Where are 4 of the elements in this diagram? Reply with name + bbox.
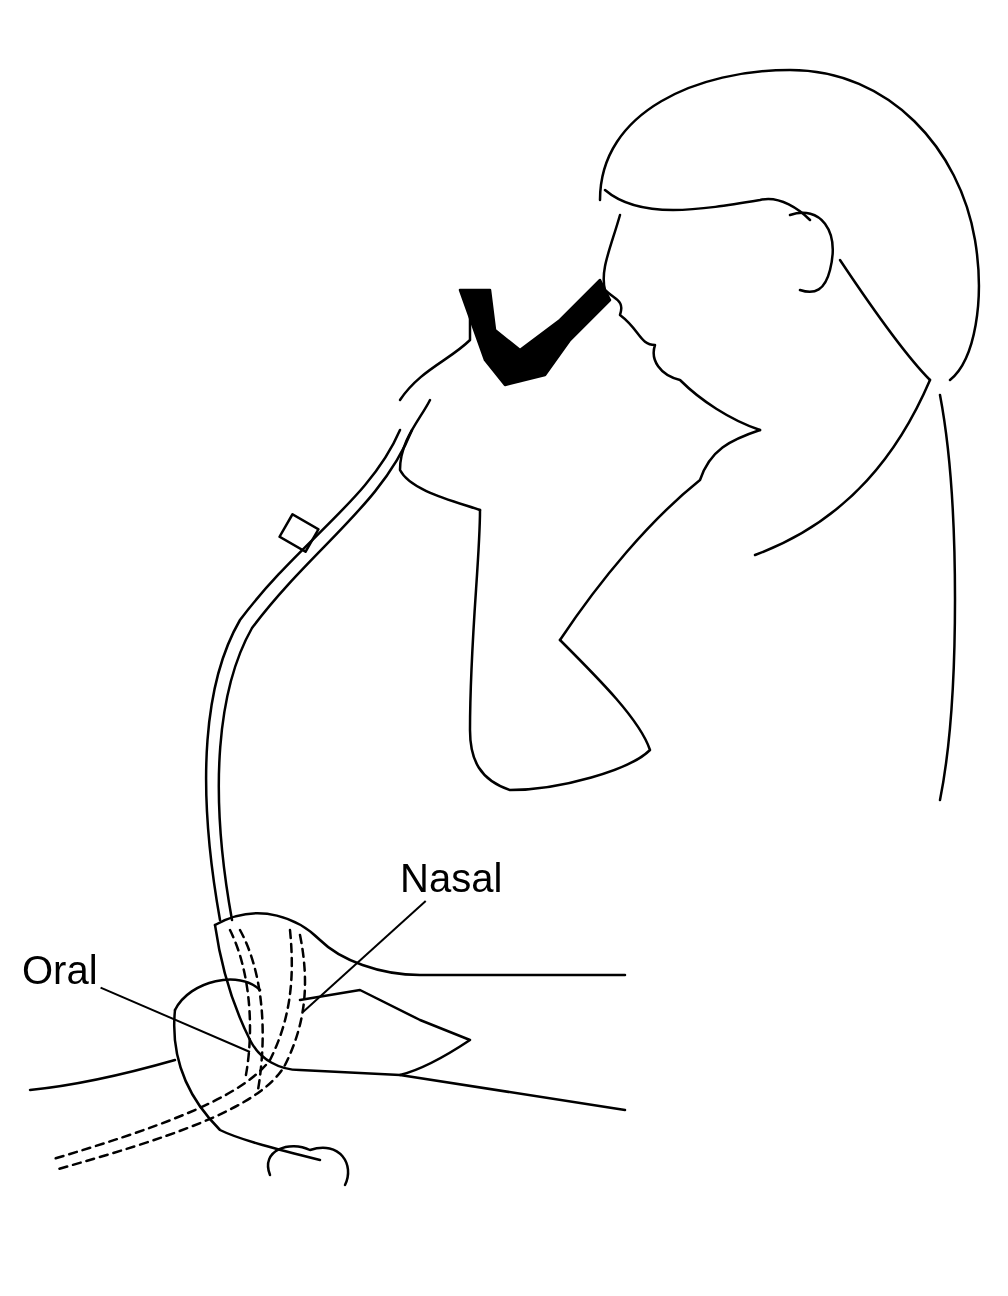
part-label: Nasal — [400, 858, 503, 898]
leader-line — [99, 986, 251, 1053]
part-label: Oral — [22, 950, 98, 990]
leader-line — [302, 900, 427, 1013]
